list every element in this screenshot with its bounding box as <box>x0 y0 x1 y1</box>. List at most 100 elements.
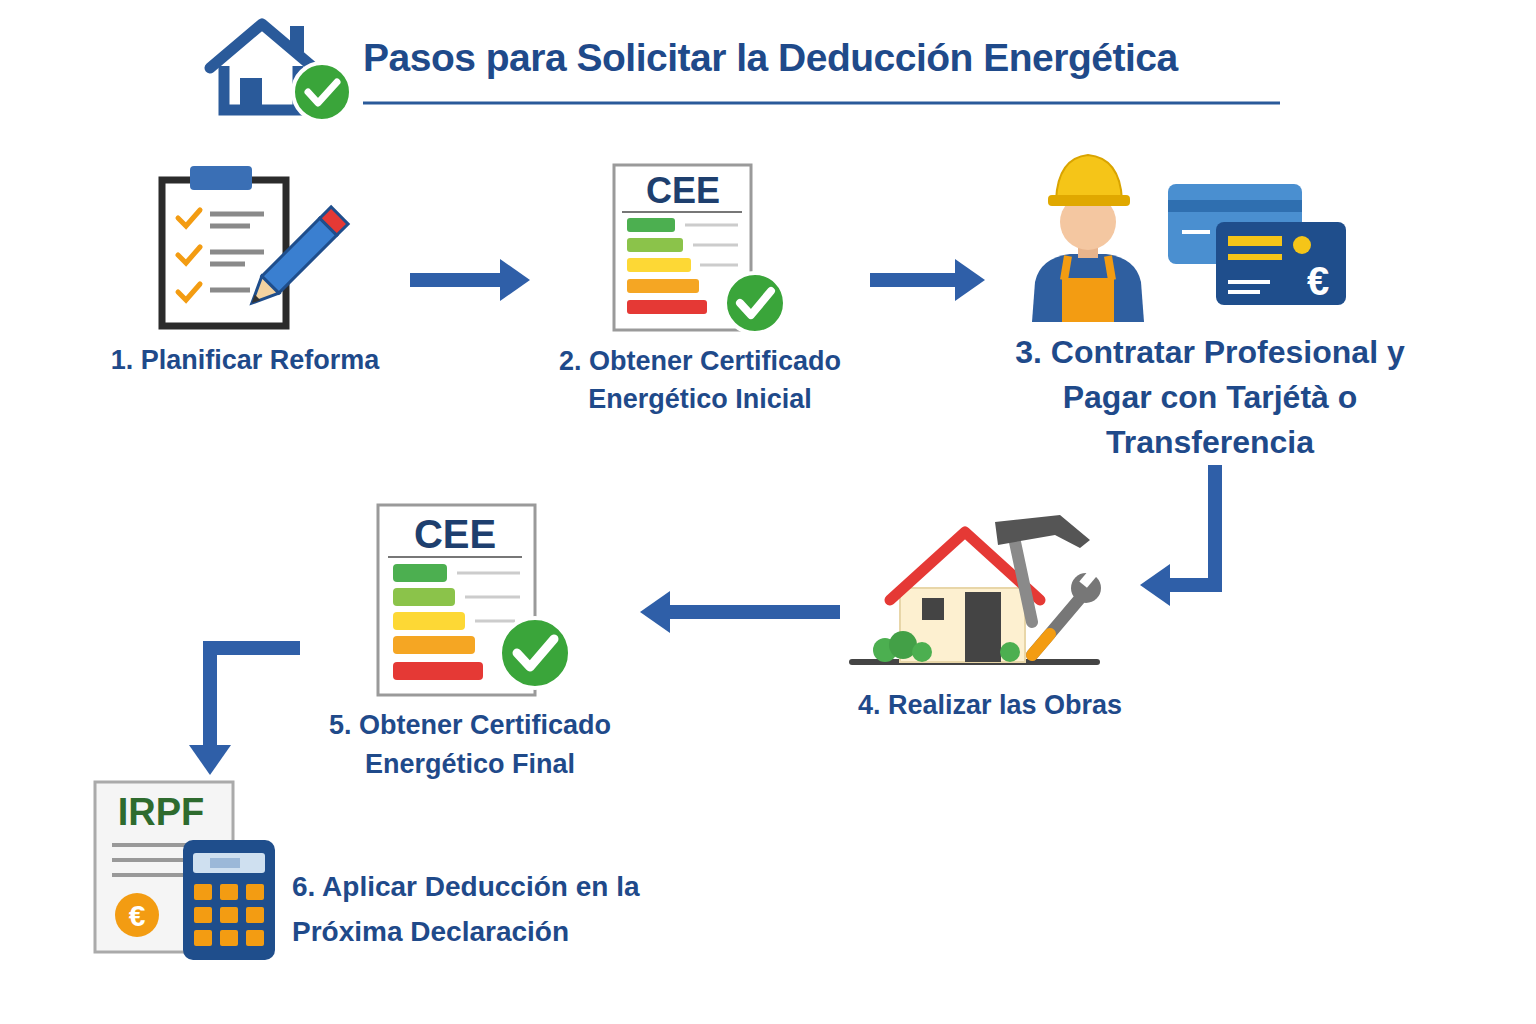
calculator-key <box>220 907 238 923</box>
rule-line <box>388 556 522 558</box>
check-badge <box>500 618 570 688</box>
hammer-handle <box>1012 528 1032 622</box>
card-front <box>1216 222 1346 305</box>
arrow-shaft <box>210 648 300 745</box>
certificate-icon <box>378 505 570 695</box>
arrow-head <box>955 259 985 301</box>
pencil-lead <box>249 295 260 306</box>
step-label: 6. Aplicar Deducción en la Próxima Decla… <box>292 865 652 955</box>
rating-bar <box>627 258 691 272</box>
card-stripe <box>1168 200 1302 212</box>
house-door <box>965 592 1001 662</box>
wrench-handle <box>1032 596 1082 655</box>
check-badge <box>293 63 351 121</box>
arrow-head <box>189 745 231 775</box>
rating-bar <box>393 588 455 606</box>
worker-icon <box>1032 155 1144 322</box>
step-node: 1. Planificar Reforma <box>80 160 410 375</box>
text-line <box>210 224 250 229</box>
hard-hat <box>1056 155 1122 200</box>
rating-bar <box>627 218 675 232</box>
house-window <box>922 598 944 620</box>
text-line <box>210 250 264 255</box>
tax-icon <box>95 782 275 960</box>
pencil-tip <box>243 276 278 311</box>
text-line <box>457 572 520 575</box>
calculator-key <box>194 884 212 900</box>
rating-bar <box>393 564 447 582</box>
step-node: 4. Realizar las Obras <box>840 510 1140 725</box>
check-mark <box>740 291 771 315</box>
check-mark <box>517 639 554 667</box>
flow-arrow <box>640 591 840 633</box>
arrow-head <box>500 259 530 301</box>
illustration-label: € <box>1307 259 1329 304</box>
rule-line <box>622 211 742 213</box>
flow-arrow <box>1140 465 1215 606</box>
arrow-shaft <box>670 605 840 619</box>
text-line <box>693 244 738 247</box>
calculator-key <box>246 884 264 900</box>
rating-bar <box>627 279 699 293</box>
payment-cards <box>1168 184 1346 305</box>
calculator-key <box>194 907 212 923</box>
clipboard-icon <box>162 166 348 326</box>
certificate-icon <box>614 165 785 333</box>
text-line <box>475 620 515 623</box>
calculator-key <box>246 907 264 923</box>
wrench-grip <box>1032 634 1050 655</box>
calculator-key <box>246 930 264 946</box>
step-node: 3. Contratar Profesional y Pagar con Tar… <box>985 145 1435 465</box>
step-label: 1. Planificar Reforma <box>80 343 410 378</box>
calculator-key <box>220 930 238 946</box>
pencil <box>243 207 348 312</box>
flow-arrow <box>410 259 530 301</box>
step-label: 3. Contratar Profesional y Pagar con Tar… <box>985 330 1435 464</box>
card-logo <box>1293 236 1311 254</box>
hammer-head <box>995 515 1090 548</box>
illustration-label: € <box>129 899 146 933</box>
rating-bar <box>627 238 683 252</box>
arrow-shaft <box>870 273 955 287</box>
icon-door <box>240 78 262 110</box>
card-line <box>1228 290 1260 294</box>
rating-bar <box>393 636 475 654</box>
card-chip <box>1228 236 1282 246</box>
bush <box>912 642 932 662</box>
card-line <box>1228 280 1270 284</box>
house-wall <box>900 588 1025 662</box>
text-line <box>685 224 738 227</box>
overall-strap <box>1108 256 1112 280</box>
arrow-head <box>1140 564 1170 606</box>
pencil-eraser <box>320 207 348 235</box>
title-icon <box>210 24 351 121</box>
text-line <box>210 262 245 267</box>
illustration-label: IRPF <box>118 791 205 834</box>
illustration-label: CEE <box>646 170 720 212</box>
calculator-key <box>220 884 238 900</box>
overall-strap <box>1064 256 1068 280</box>
icon-roof <box>210 24 314 68</box>
check-mark <box>178 284 200 300</box>
flow-arrow <box>870 259 985 301</box>
check-mark <box>178 247 200 263</box>
clipboard-clip <box>190 166 252 190</box>
worker-body <box>1032 254 1144 322</box>
diagram-title: Pasos para Solicitar la Deducción Energé… <box>363 36 1178 80</box>
wrench-notch <box>1079 569 1097 588</box>
icon-wall <box>224 66 298 110</box>
card-chip <box>1228 254 1282 260</box>
rating-bar <box>627 300 707 314</box>
step-label: 5. Obtener Certificado Energético Final <box>300 706 640 784</box>
arrow-head <box>640 591 670 633</box>
step-label: 4. Realizar las Obras <box>840 688 1140 723</box>
calculator-body <box>183 840 275 960</box>
rating-bar <box>393 662 483 680</box>
arrow-shaft <box>1170 465 1215 585</box>
worker-overalls <box>1062 278 1114 322</box>
bush <box>1000 642 1020 662</box>
text-line <box>700 264 738 267</box>
